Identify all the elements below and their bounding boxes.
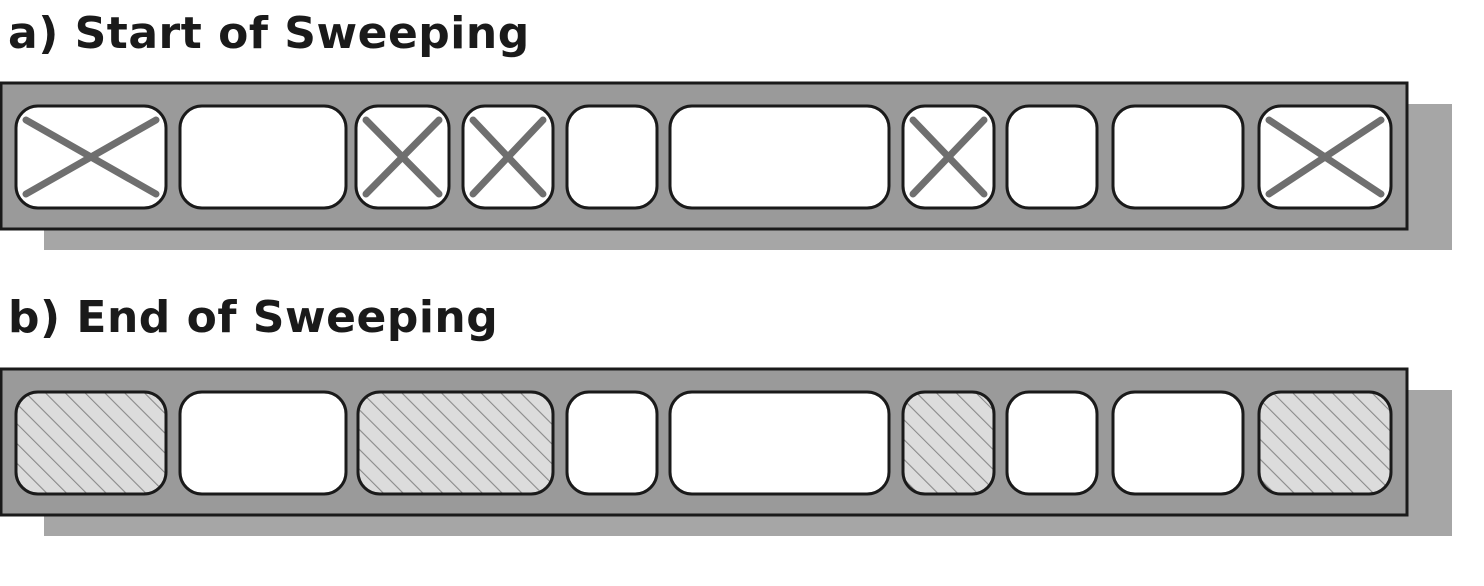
memory-block-live <box>565 390 659 496</box>
memory-block-garbage <box>1257 104 1393 210</box>
garbage-cross-mark <box>362 116 443 198</box>
garbage-cross-mark <box>22 116 160 198</box>
memory-block-live <box>178 390 348 496</box>
panel-a-title: a) Start of Sweeping <box>8 8 530 59</box>
heap-start-svg <box>0 81 1452 250</box>
memory-block-free <box>14 390 168 496</box>
memory-block-live <box>565 104 659 210</box>
heap-end-of-sweeping <box>0 367 1460 538</box>
memory-block-garbage <box>461 104 555 210</box>
heap-end-svg <box>0 367 1452 536</box>
memory-block-live <box>178 104 348 210</box>
heap-start-of-sweeping <box>0 81 1460 252</box>
memory-block-live <box>1005 390 1099 496</box>
memory-block-live <box>1005 104 1099 210</box>
memory-block-live <box>668 104 891 210</box>
memory-block-free <box>1257 390 1393 496</box>
memory-block-live <box>1111 104 1245 210</box>
memory-block-garbage <box>901 104 996 210</box>
garbage-cross-mark <box>469 116 547 198</box>
garbage-cross-mark <box>909 116 988 198</box>
memory-block-live <box>668 390 891 496</box>
memory-block-free <box>356 390 555 496</box>
garbage-cross-mark <box>1265 116 1385 198</box>
memory-block-garbage <box>354 104 451 210</box>
memory-block-live <box>1111 390 1245 496</box>
memory-block-garbage <box>14 104 168 210</box>
panel-b-title: b) End of Sweeping <box>8 292 499 343</box>
memory-block-free <box>901 390 996 496</box>
